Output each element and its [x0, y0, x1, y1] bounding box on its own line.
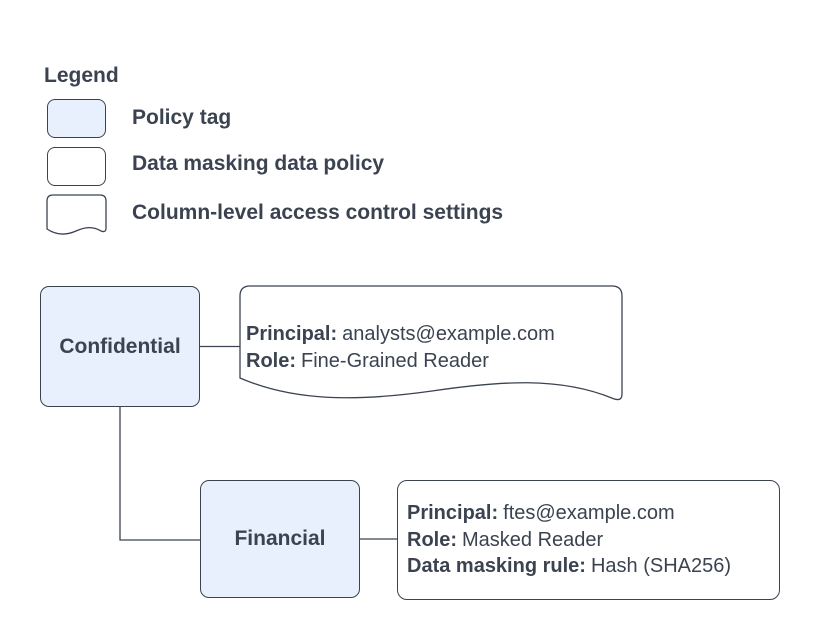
policy-masking-rule-value: Hash (SHA256)	[590, 555, 732, 578]
legend-column-access-swatch-shape	[46, 194, 107, 235]
settings-principal-line: Principal:analysts@example.com	[246, 321, 555, 348]
legend-label-data-masking-policy: Data masking data policy	[132, 152, 385, 175]
policy-tag-financial: Financial	[200, 480, 360, 598]
policy-tag-confidential: Confidential	[40, 286, 200, 407]
legend-label-policy-tag: Policy tag	[132, 106, 232, 129]
legend-label-column-access-settings: Column-level access control settings	[132, 201, 504, 224]
policy-masking-rule-label: Data masking rule:	[407, 555, 586, 578]
financial-data-policy-box: Principal:ftes@example.com Role:Masked R…	[397, 480, 780, 600]
policy-role-label: Role:	[407, 528, 457, 551]
settings-role-label: Role:	[246, 350, 296, 372]
policy-principal-value: ftes@example.com	[503, 502, 675, 525]
settings-role-line: Role:Fine-Grained Reader	[246, 348, 555, 375]
legend-title: Legend	[44, 64, 119, 87]
settings-role-value: Fine-Grained Reader	[301, 350, 489, 372]
connector-confidential-financial	[119, 407, 200, 541]
policy-tag-financial-label: Financial	[234, 527, 326, 550]
settings-principal-label: Principal:	[246, 323, 338, 345]
policy-role-line: Role:Masked Reader	[407, 527, 779, 554]
confidential-settings-document-shape	[239, 285, 623, 401]
legend-data-masking-policy-swatch	[47, 147, 106, 186]
settings-principal-value: analysts@example.com	[342, 323, 555, 345]
policy-role-value: Masked Reader	[462, 528, 604, 551]
policy-principal-line: Principal:ftes@example.com	[407, 500, 779, 527]
policy-principal-label: Principal:	[407, 502, 499, 525]
legend-policy-tag-swatch	[47, 99, 106, 138]
policy-masking-rule-line: Data masking rule:Hash (SHA256)	[407, 553, 779, 580]
confidential-settings-text: Principal:analysts@example.com Role:Fine…	[246, 321, 555, 375]
policy-tag-confidential-label: Confidential	[59, 334, 181, 358]
